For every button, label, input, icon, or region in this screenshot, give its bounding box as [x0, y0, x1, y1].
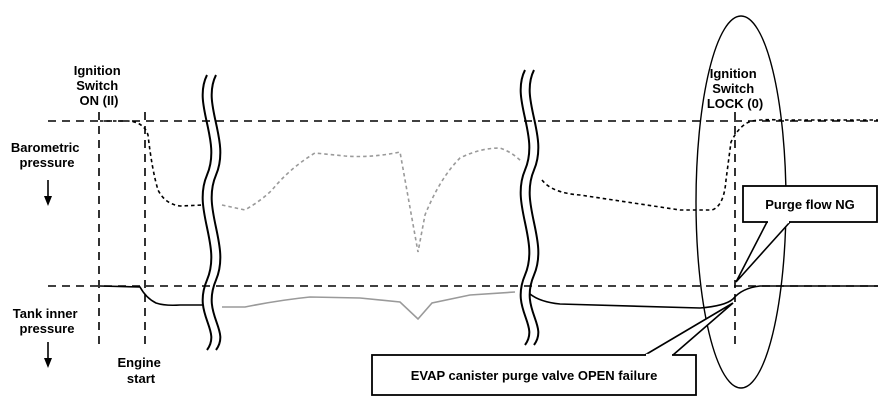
- time-break-right: [519, 69, 540, 346]
- purge-flow-ng-callout-pointer: [735, 221, 791, 283]
- tank-trace-left: [99, 285, 203, 307]
- purge-flow-ng-callout-box: [742, 185, 878, 223]
- barometric-trace-left: [100, 120, 204, 207]
- tank-down-arrow-icon: [44, 342, 52, 368]
- ignition-on-label: Ignition Switch ON (II): [74, 63, 125, 108]
- evap-failure-text: EVAP canister purge valve OPEN failure: [411, 368, 658, 383]
- tank-trace-right: [529, 285, 878, 309]
- barometric-pressure-label: Barometric pressure: [11, 140, 83, 170]
- tank-trace-middle: [222, 291, 516, 321]
- evap-failure-callout-box: [371, 354, 697, 396]
- evap-failure-callout-pointer: [644, 302, 734, 356]
- barometric-down-arrow-icon: [44, 180, 52, 206]
- tank-inner-pressure-label: Tank inner pressure: [13, 306, 81, 336]
- engine-start-label: Engine start: [118, 355, 165, 386]
- time-break-left: [201, 74, 222, 351]
- ignition-lock-label: Ignition Switch LOCK (0): [707, 66, 763, 111]
- barometric-trace-middle: [221, 147, 523, 253]
- purge-flow-ng-text: Purge flow NG: [765, 197, 855, 212]
- barometric-trace-right: [541, 118, 878, 211]
